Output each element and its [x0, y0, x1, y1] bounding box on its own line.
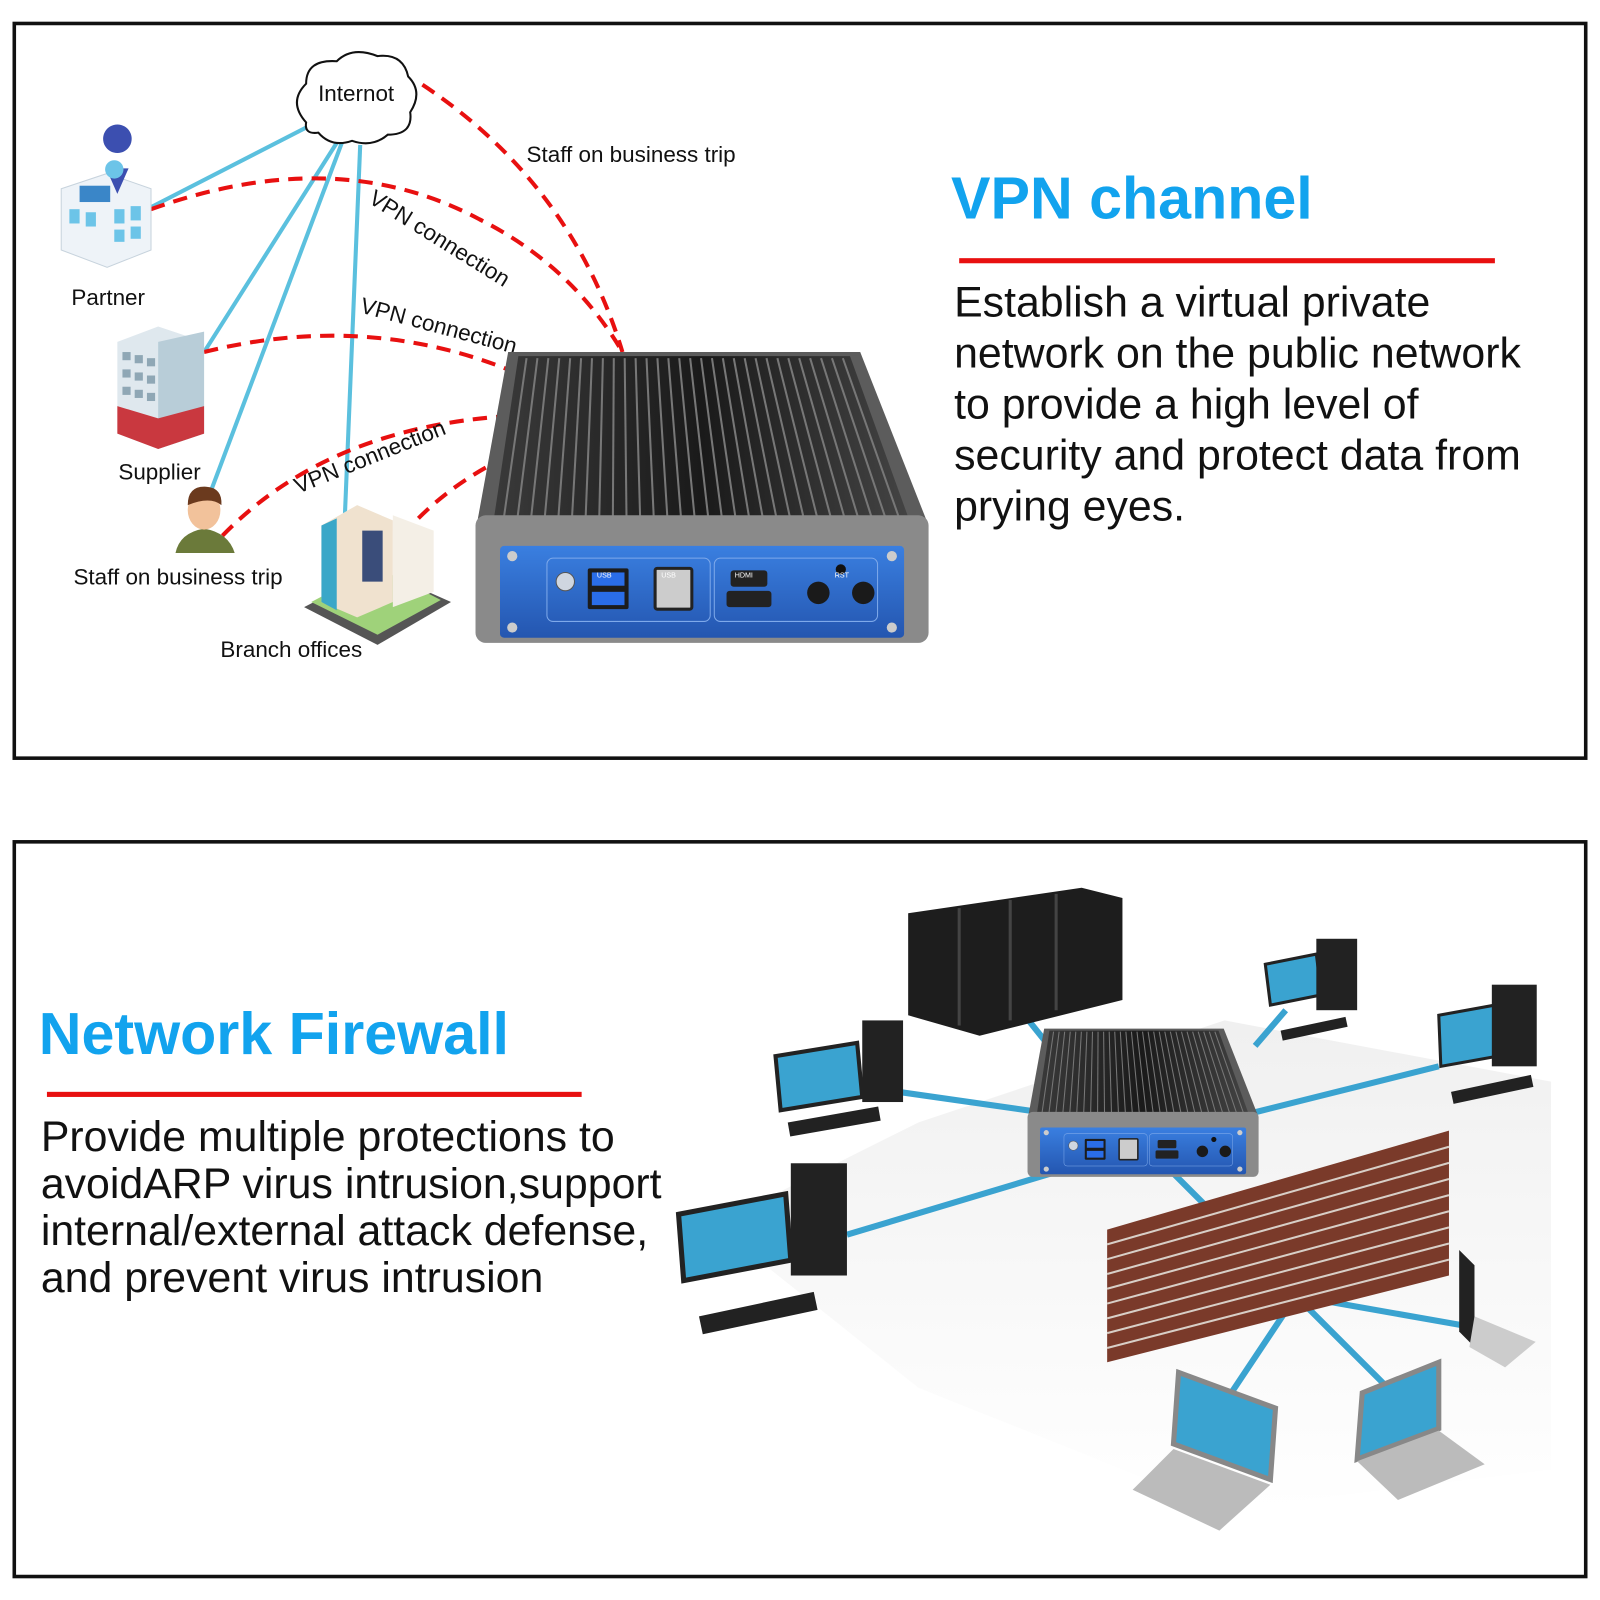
link-partner	[150, 125, 308, 209]
firewall-title-underline	[46, 1091, 582, 1097]
firewall-network-illustration	[675, 887, 1552, 1531]
vpn-link-remote-staff	[421, 82, 625, 353]
link-branch	[342, 144, 363, 516]
description-line: network on the public network	[954, 329, 1521, 377]
brick-wall-icon	[1106, 1130, 1450, 1363]
firewall-section-title: Network Firewall	[39, 1000, 509, 1067]
vpn-link-staff	[220, 414, 506, 538]
vpn-section-title: VPN channel	[951, 164, 1313, 231]
description-line: prying eyes.	[954, 482, 1185, 530]
vpn-section-description: Establish a virtual private network on t…	[954, 278, 1521, 530]
internet-cloud-icon: Internot	[295, 51, 418, 145]
staff-person-icon	[175, 486, 235, 554]
vpn-title-underline	[959, 258, 1495, 264]
firewall-appliance-image	[1026, 1027, 1260, 1178]
vpn-links	[150, 82, 625, 538]
vpn-network-diagram: Internot Partner Supplier Staff on busin…	[60, 51, 931, 662]
node-label-branch: Branch offices	[220, 637, 362, 662]
firewall-section-description: Provide multiple protections to avoidARP…	[41, 1113, 662, 1302]
description-line: to provide a high level of	[954, 380, 1419, 428]
link-staff	[208, 142, 344, 494]
description-line: avoidARP virus intrusion,support	[41, 1160, 662, 1208]
firewall-appliance-image: USB USB HDMI RST	[473, 350, 931, 645]
description-line: Provide multiple protections to	[41, 1113, 615, 1161]
desktop-computer-icon	[1437, 984, 1537, 1104]
node-label-partner: Partner	[71, 285, 145, 310]
desktop-computer-icon	[773, 1020, 904, 1137]
description-line: and prevent virus intrusion	[41, 1254, 544, 1302]
laptop-icon	[1354, 1358, 1485, 1500]
vpn-link-branch	[416, 463, 491, 520]
desktop-computer-icon	[675, 1163, 847, 1335]
laptop-icon	[1132, 1368, 1279, 1531]
partner-shop-icon	[60, 124, 152, 268]
port-label-rst: RST	[835, 572, 850, 580]
server-rack-icon	[908, 887, 1123, 1036]
port-label-hdmi: HDMI	[735, 572, 753, 580]
branch-office-building-icon	[304, 505, 452, 645]
node-label-remote-staff: Staff on business trip	[527, 142, 736, 167]
laptop-icon	[1459, 1250, 1536, 1368]
description-line: security and protect data from	[954, 431, 1521, 479]
description-line: internal/external attack defense,	[41, 1207, 648, 1255]
supplier-building-icon	[117, 326, 205, 449]
node-label-supplier: Supplier	[118, 460, 201, 485]
cloud-label: Internot	[318, 81, 395, 106]
port-label-usb3: USB	[597, 572, 612, 580]
vpn-link-partner	[150, 176, 625, 354]
port-label-usb2: USB	[661, 572, 676, 580]
node-label-staff: Staff on business trip	[73, 565, 282, 590]
description-line: Establish a virtual private	[954, 278, 1430, 326]
desktop-computer-icon	[1263, 938, 1358, 1041]
